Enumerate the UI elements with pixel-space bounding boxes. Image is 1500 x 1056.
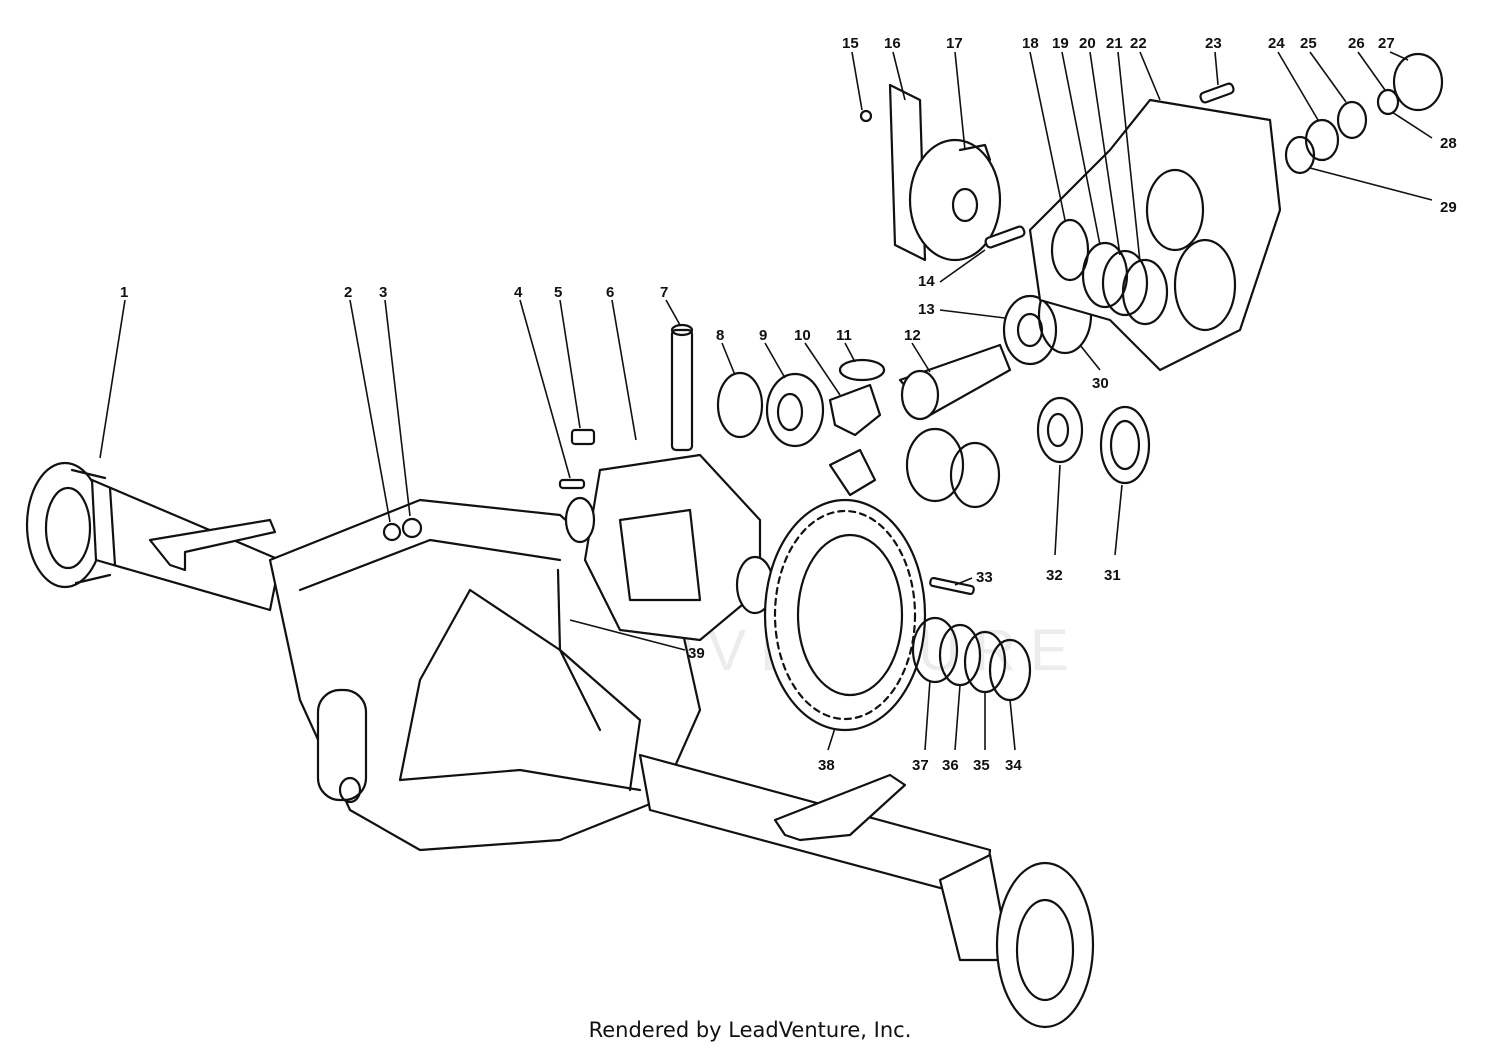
callout-5: 5 xyxy=(554,284,562,301)
callout-36: 36 xyxy=(942,757,959,774)
callout-21: 21 xyxy=(1106,35,1123,52)
callout-39: 39 xyxy=(688,645,705,662)
callout-2: 2 xyxy=(344,284,352,301)
callout-28: 28 xyxy=(1440,135,1457,152)
callout-14: 14 xyxy=(918,273,935,290)
pinion-assembly xyxy=(898,275,1151,485)
callout-26: 26 xyxy=(1348,35,1365,52)
callout-37: 37 xyxy=(912,757,929,774)
callout-6: 6 xyxy=(606,284,614,301)
callout-11: 11 xyxy=(836,327,852,344)
ring-gear xyxy=(763,498,927,732)
callout-31: 31 xyxy=(1104,567,1121,584)
callout-32: 32 xyxy=(1046,567,1063,584)
callout-labels: 1 2 3 4 5 6 7 8 9 10 11 12 13 14 15 16 1… xyxy=(120,35,1457,774)
callout-9: 9 xyxy=(759,327,767,344)
callout-22: 22 xyxy=(1130,35,1147,52)
callout-4: 4 xyxy=(514,284,523,301)
gear-case xyxy=(859,82,1282,372)
callout-33: 33 xyxy=(976,569,993,586)
callout-10: 10 xyxy=(794,327,811,344)
differential-case xyxy=(556,323,775,652)
axle-housing xyxy=(25,461,1095,1029)
side-gears xyxy=(716,358,1001,596)
callout-7: 7 xyxy=(660,284,668,301)
callout-20: 20 xyxy=(1079,35,1096,52)
callout-12: 12 xyxy=(904,327,921,344)
callout-29: 29 xyxy=(1440,199,1457,216)
callout-18: 18 xyxy=(1022,35,1039,52)
callout-23: 23 xyxy=(1205,35,1222,52)
callout-35: 35 xyxy=(973,757,990,774)
callout-27: 27 xyxy=(1378,35,1395,52)
callout-16: 16 xyxy=(884,35,901,52)
callout-1: 1 xyxy=(120,284,128,301)
callout-15: 15 xyxy=(842,35,859,52)
callout-34: 34 xyxy=(1005,757,1022,774)
callout-13: 13 xyxy=(918,301,935,318)
callout-17: 17 xyxy=(946,35,963,52)
leader-lines xyxy=(99,51,1433,751)
callout-19: 19 xyxy=(1052,35,1069,52)
input-bearings xyxy=(1284,52,1444,175)
footer-credit: Rendered by LeadVenture, Inc. xyxy=(588,1018,912,1042)
callout-24: 24 xyxy=(1268,35,1285,52)
callout-25: 25 xyxy=(1300,35,1317,52)
callout-30: 30 xyxy=(1092,375,1109,392)
callout-8: 8 xyxy=(716,327,724,344)
callout-38: 38 xyxy=(818,757,835,774)
callout-3: 3 xyxy=(379,284,387,301)
